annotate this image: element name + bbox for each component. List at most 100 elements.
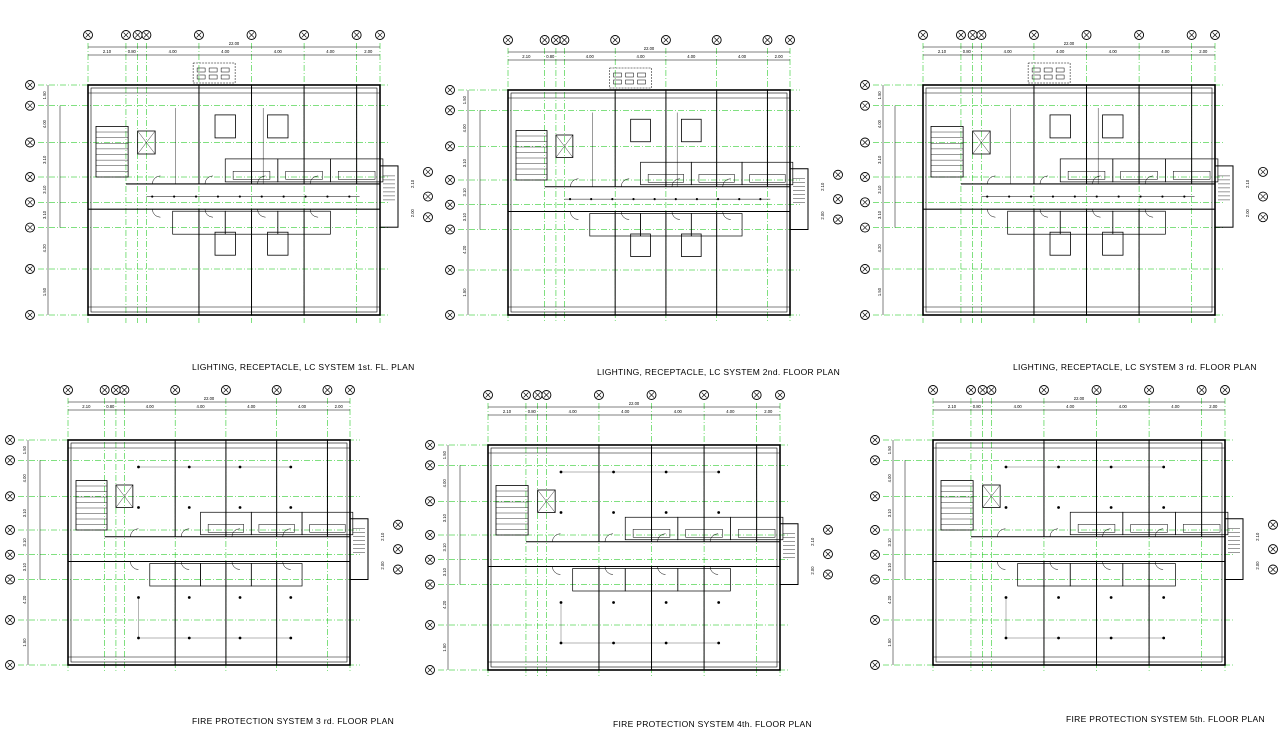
light-fixture — [1117, 195, 1120, 198]
light-fixture — [759, 198, 762, 201]
dimension-label: 1.50 — [442, 450, 447, 459]
dimension-label: 4.00 — [146, 404, 155, 409]
door-swing — [1092, 209, 1101, 218]
dimension-label: 1.50 — [887, 445, 892, 454]
light-fixture — [151, 195, 154, 198]
circuit-line — [1010, 108, 1099, 184]
door-swing — [130, 528, 139, 537]
door-swing — [1102, 528, 1111, 537]
sprinkler-head — [1057, 596, 1060, 599]
sprinkler-pipe — [561, 471, 719, 644]
light-fixture — [1095, 195, 1098, 198]
dimension-label: 2.00 — [810, 566, 815, 575]
plan-title: LIGHTING, RECEPTACLE, LC SYSTEM 3 rd. FL… — [1013, 362, 1257, 372]
dimension-label: 4.20 — [442, 600, 447, 609]
door-swing — [231, 561, 240, 570]
dimension-label: 2.00 — [764, 409, 773, 414]
dimension-label: 4.00 — [22, 474, 27, 483]
sprinkler-head — [1004, 506, 1008, 509]
sprinkler-head — [1162, 506, 1166, 509]
door-swing — [570, 211, 579, 220]
dimension-label: 4.20 — [462, 245, 467, 254]
light-fixture — [282, 195, 285, 198]
sprinkler-head — [289, 506, 293, 509]
light-fixture — [738, 198, 741, 201]
dimension-label: 3.10 — [462, 188, 467, 197]
sprinkler-head — [612, 601, 615, 604]
bathroom — [1175, 511, 1229, 536]
exterior-wall — [922, 84, 1216, 316]
door-swing — [1049, 561, 1058, 570]
dimension-label: 2.00 — [775, 54, 784, 59]
dimension-label: 2.10 — [810, 537, 815, 546]
exterior-wall — [87, 84, 381, 316]
bed — [630, 118, 651, 143]
dimension-label: 4.00 — [326, 49, 335, 54]
dimension-label: 4.00 — [738, 54, 747, 59]
door-swing — [722, 211, 731, 220]
circuit-line — [592, 112, 678, 187]
dimension-label: 3.10 — [42, 210, 47, 219]
dimension-label: 0.80 — [106, 404, 115, 409]
plan-title: FIRE PROTECTION SYSTEM 4th. FLOOR PLAN — [613, 719, 812, 729]
dimension-label: 4.00 — [877, 119, 882, 128]
dimension-label: 4.00 — [1119, 404, 1128, 409]
dimension-label: 1.50 — [877, 287, 882, 296]
dimension-label: 3.10 — [442, 567, 447, 576]
bed — [630, 233, 651, 257]
door-swing — [987, 209, 996, 218]
door-swing — [1144, 209, 1154, 218]
dimension-label: 2.00 — [380, 561, 385, 570]
sprinkler-head — [238, 506, 242, 509]
dimension-label: 0.80 — [963, 49, 972, 54]
door-swing — [722, 178, 731, 187]
sprinkler-head — [1109, 596, 1113, 599]
door-swing — [257, 209, 266, 218]
dimension-label: 2.10 — [380, 532, 385, 541]
elevator — [137, 130, 156, 155]
light-fixture — [674, 198, 677, 201]
exterior-wall — [487, 444, 781, 671]
sprinkler-pipe — [138, 466, 291, 639]
light-fixture — [590, 198, 593, 201]
dimension-label: 4.00 — [569, 409, 578, 414]
plan-title: FIRE PROTECTION SYSTEM 5th. FLOOR PLAN — [1066, 714, 1265, 724]
light-fixture — [986, 195, 989, 198]
dimension-label: 2.10 — [503, 409, 512, 414]
bed — [681, 118, 702, 143]
door-swing — [231, 528, 240, 537]
dimension-label: 22.00 — [229, 41, 240, 46]
plan-title: LIGHTING, RECEPTACLE, LC SYSTEM 1st. FL.… — [192, 362, 415, 372]
stair-wing — [789, 168, 809, 230]
dimension-label: 3.10 — [442, 543, 447, 552]
door-swing — [309, 209, 319, 218]
dimension-label: 1.50 — [442, 643, 447, 652]
dimension-label: 2.00 — [1255, 561, 1260, 570]
dimension-label: 1.50 — [887, 638, 892, 647]
dimension-label: 3.10 — [462, 158, 467, 167]
door-swing — [1039, 175, 1048, 184]
light-fixture — [173, 195, 176, 198]
dimension-label: 3.10 — [887, 538, 892, 547]
door-swing — [552, 533, 561, 542]
staircase — [930, 126, 964, 178]
door-swing — [570, 178, 579, 187]
dimension-label: 3.10 — [22, 538, 27, 547]
dimension-label: 2.10 — [522, 54, 531, 59]
dimension-label: 2.10 — [948, 404, 957, 409]
dimension-label: 4.00 — [887, 474, 892, 483]
bathroom — [277, 210, 331, 235]
door-swing — [1154, 528, 1164, 537]
door-swing — [1039, 209, 1048, 218]
dimension-label: 3.10 — [877, 210, 882, 219]
dimension-label: 4.00 — [169, 49, 178, 54]
dimension-label: 4.00 — [274, 49, 283, 54]
panel-legend — [192, 62, 236, 84]
dimension-label: 4.00 — [196, 404, 205, 409]
